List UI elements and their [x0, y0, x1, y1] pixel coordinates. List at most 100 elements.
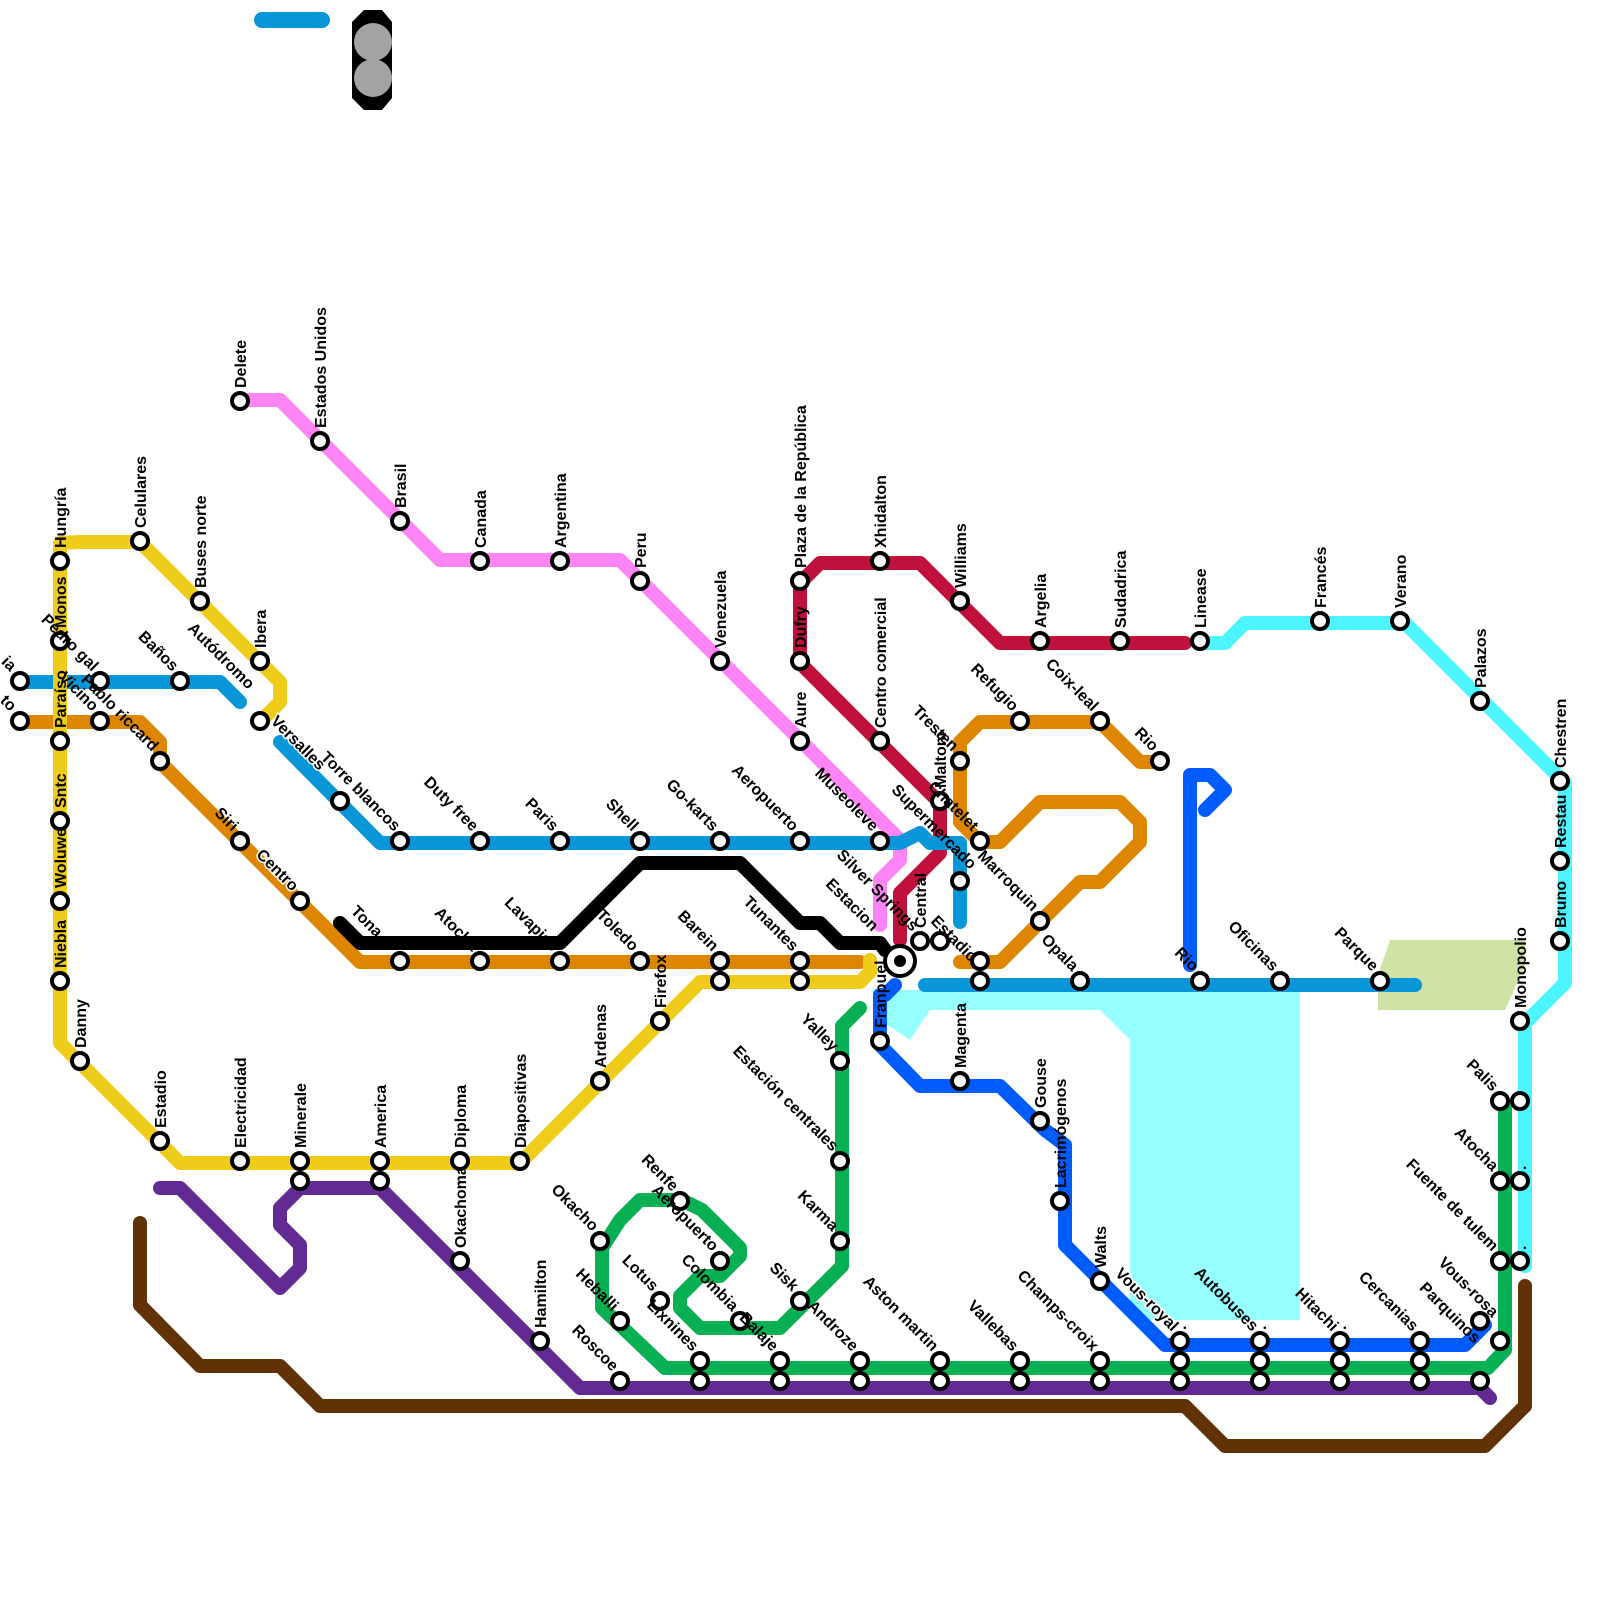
station-plaza-republica[interactable]	[792, 573, 808, 589]
station-lacrimogenos[interactable]	[1052, 1193, 1068, 1209]
station-hungria[interactable]	[52, 553, 68, 569]
station-to[interactable]	[12, 713, 28, 729]
station-okacho[interactable]	[592, 1233, 608, 1249]
station-ibera[interactable]	[252, 653, 268, 669]
station-ia[interactable]	[12, 673, 28, 689]
station-chestren[interactable]	[1552, 773, 1568, 789]
station-brasil[interactable]	[392, 513, 408, 529]
station-autobuses-3[interactable]	[1252, 1373, 1268, 1389]
station-estadio-s[interactable]	[152, 1133, 168, 1149]
station-woluwe[interactable]	[52, 893, 68, 909]
station-shell[interactable]	[552, 833, 568, 849]
station-williams[interactable]	[952, 593, 968, 609]
station-cercanias-3[interactable]	[1412, 1373, 1428, 1389]
station-palis-2[interactable]	[1512, 1093, 1528, 1109]
station-venezuela[interactable]	[712, 653, 728, 669]
station-refugio[interactable]	[1012, 713, 1028, 729]
station-rio-n[interactable]	[1152, 753, 1168, 769]
station-argelia[interactable]	[1032, 633, 1048, 649]
station-america-2[interactable]	[372, 1173, 388, 1189]
station-paris[interactable]	[472, 833, 488, 849]
station-lixnines[interactable]	[692, 1353, 708, 1369]
station-coix-leal[interactable]	[1092, 713, 1108, 729]
station-karma[interactable]	[832, 1233, 848, 1249]
station-androze-2[interactable]	[852, 1373, 868, 1389]
station-niebla[interactable]	[52, 973, 68, 989]
station-autobuses-2[interactable]	[1252, 1353, 1268, 1369]
station-centro[interactable]	[292, 893, 308, 909]
station-magenta[interactable]	[952, 1073, 968, 1089]
station-gouse[interactable]	[1032, 1113, 1048, 1129]
station-tunantes-2[interactable]	[792, 973, 808, 989]
station-monopolio-e[interactable]	[1512, 1013, 1528, 1029]
station-estadio-c-2[interactable]	[972, 973, 988, 989]
station-restau[interactable]	[1552, 853, 1568, 869]
station-museoleve[interactable]	[792, 833, 808, 849]
station-tona[interactable]	[392, 953, 408, 969]
station-versalles[interactable]	[252, 713, 268, 729]
station-paraiso[interactable]	[52, 733, 68, 749]
station-toledo[interactable]	[632, 953, 648, 969]
station-opala-2[interactable]	[1072, 973, 1088, 989]
station-electricidad[interactable]	[232, 1153, 248, 1169]
station-america[interactable]	[372, 1153, 388, 1169]
station-atocha-e[interactable]	[1492, 1173, 1508, 1189]
station-canada[interactable]	[472, 553, 488, 569]
station-champs-croix-2[interactable]	[1092, 1373, 1108, 1389]
station-danny[interactable]	[72, 1053, 88, 1069]
station-argentina[interactable]	[552, 553, 568, 569]
station-lavapies[interactable]	[552, 953, 568, 969]
station-estados-unidos[interactable]	[312, 433, 328, 449]
station-tunantes[interactable]	[792, 953, 808, 969]
station-tresten[interactable]	[952, 753, 968, 769]
station-parquinos-2[interactable]	[1472, 1373, 1488, 1389]
station-mineraleria-2[interactable]	[292, 1173, 308, 1189]
station-firefox[interactable]	[652, 1013, 668, 1029]
station-vallebas-2[interactable]	[1012, 1373, 1028, 1389]
station-mineraleria[interactable]	[292, 1153, 308, 1169]
station-franpuel[interactable]	[872, 1033, 888, 1049]
station-centro-comercial[interactable]	[872, 733, 888, 749]
station-estacion-centrales[interactable]	[832, 1153, 848, 1169]
station-ardenas[interactable]	[592, 1073, 608, 1089]
station-celulares[interactable]	[132, 533, 148, 549]
station-okachoma[interactable]	[452, 1253, 468, 1269]
station-sntc[interactable]	[52, 813, 68, 829]
station-palis[interactable]	[1492, 1093, 1508, 1109]
station-atocha-e-2[interactable]	[1512, 1173, 1528, 1189]
station-vous-royal-2[interactable]	[1172, 1353, 1188, 1369]
station-duty-free[interactable]	[392, 833, 408, 849]
station-xhidalton[interactable]	[872, 553, 888, 569]
station-autobuses[interactable]	[1252, 1333, 1268, 1349]
station-bruno[interactable]	[1552, 933, 1568, 949]
station-oficinas[interactable]	[1272, 973, 1288, 989]
station-aeropuerto-n[interactable]	[712, 833, 728, 849]
station-androze[interactable]	[852, 1353, 868, 1369]
station-fuente-tulem-2[interactable]	[1512, 1253, 1528, 1269]
station-vicino[interactable]	[92, 713, 108, 729]
station-go-karts[interactable]	[632, 833, 648, 849]
station-hebalti[interactable]	[612, 1313, 628, 1329]
station-cercanias[interactable]	[1412, 1333, 1428, 1349]
station-hitachi-2[interactable]	[1332, 1353, 1348, 1369]
station-marroquin[interactable]	[952, 873, 968, 889]
station-vous-rosa[interactable]	[1492, 1333, 1508, 1349]
station-vous-royal-3[interactable]	[1172, 1373, 1188, 1389]
station-lightblue-x[interactable]	[872, 833, 888, 849]
station-peru[interactable]	[632, 573, 648, 589]
station-hitachi-3[interactable]	[1332, 1373, 1348, 1389]
station-roscoe[interactable]	[612, 1373, 628, 1389]
station-lotus-2[interactable]	[772, 1353, 788, 1369]
station-torre-blancos[interactable]	[332, 793, 348, 809]
station-aston-martin[interactable]	[932, 1353, 948, 1369]
station-pablo-riccardo[interactable]	[152, 753, 168, 769]
station-atocha-w[interactable]	[472, 953, 488, 969]
station-palazos[interactable]	[1472, 693, 1488, 709]
station-aure[interactable]	[792, 733, 808, 749]
station-diapositivas[interactable]	[512, 1153, 528, 1169]
station-vallebas[interactable]	[1012, 1353, 1028, 1369]
station-buses-norte[interactable]	[192, 593, 208, 609]
station-parque[interactable]	[1372, 973, 1388, 989]
station-siri[interactable]	[232, 833, 248, 849]
station-banos[interactable]	[172, 673, 188, 689]
